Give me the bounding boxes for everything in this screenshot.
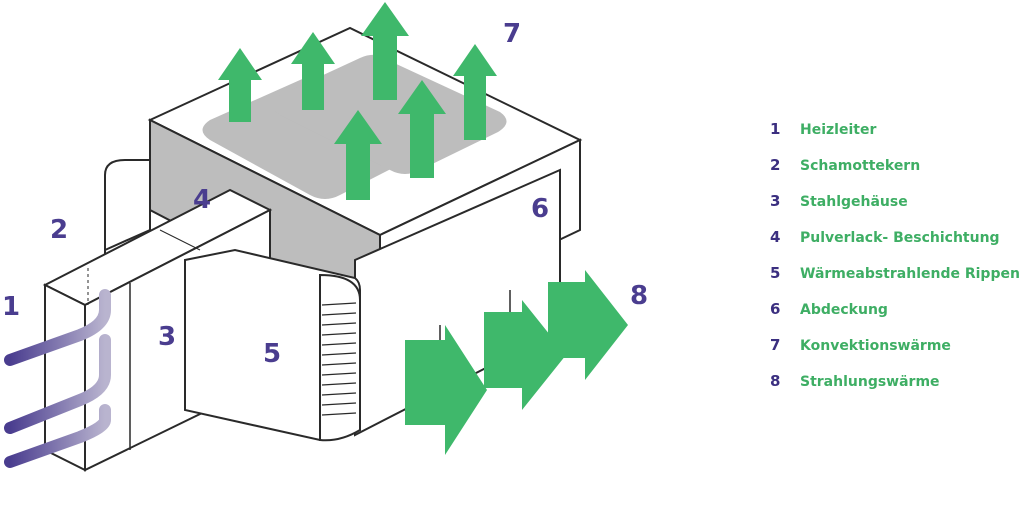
legend-label: Schamottekern bbox=[800, 158, 921, 174]
legend-label: Wärmeabstrahlende Rippen bbox=[800, 266, 1020, 282]
callout-6: 6 bbox=[531, 194, 549, 224]
legend-number: 5 bbox=[770, 264, 781, 282]
legend-item: 1 Heizleiter bbox=[770, 120, 1024, 156]
convection-arrows bbox=[218, 2, 497, 200]
legend-item: 7 Konvektionswärme bbox=[770, 336, 1024, 372]
legend-item: 2 Schamottekern bbox=[770, 156, 1024, 192]
legend-label: Stahlgehäuse bbox=[800, 194, 908, 210]
legend-number: 7 bbox=[770, 336, 781, 354]
legend-item: 6 Abdeckung bbox=[770, 300, 1024, 336]
callout-5: 5 bbox=[263, 339, 281, 369]
legend-number: 6 bbox=[770, 300, 781, 318]
legend-number: 4 bbox=[770, 228, 781, 246]
legend-item: 5 Wärmeabstrahlende Rippen bbox=[770, 264, 1024, 300]
legend-item: 3 Stahlgehäuse bbox=[770, 192, 1024, 228]
heating-conductors bbox=[4, 289, 111, 525]
callout-4: 4 bbox=[193, 185, 211, 215]
callout-2: 2 bbox=[50, 215, 68, 245]
legend-label: Strahlungswärme bbox=[800, 374, 940, 390]
legend-number: 1 bbox=[770, 120, 781, 138]
legend-label: Pulverlack- Beschichtung bbox=[800, 230, 1000, 246]
legend-number: 8 bbox=[770, 372, 781, 390]
legend-number: 2 bbox=[770, 156, 781, 174]
callout-1: 1 bbox=[2, 292, 20, 322]
radiating-fins bbox=[184, 248, 361, 442]
callout-8: 8 bbox=[630, 281, 648, 311]
callout-3: 3 bbox=[158, 322, 176, 352]
legend-item: 8 Strahlungswärme bbox=[770, 372, 1024, 408]
legend-label: Heizleiter bbox=[800, 122, 877, 138]
legend-label: Konvektionswärme bbox=[800, 338, 951, 354]
legend: 1 Heizleiter 2 Schamottekern 3 Stahlgehä… bbox=[770, 120, 1024, 408]
callout-7: 7 bbox=[503, 19, 521, 49]
legend-label: Abdeckung bbox=[800, 302, 888, 318]
legend-item: 4 Pulverlack- Beschichtung bbox=[770, 228, 1024, 264]
radiation-arrows bbox=[405, 270, 628, 455]
legend-number: 3 bbox=[770, 192, 781, 210]
